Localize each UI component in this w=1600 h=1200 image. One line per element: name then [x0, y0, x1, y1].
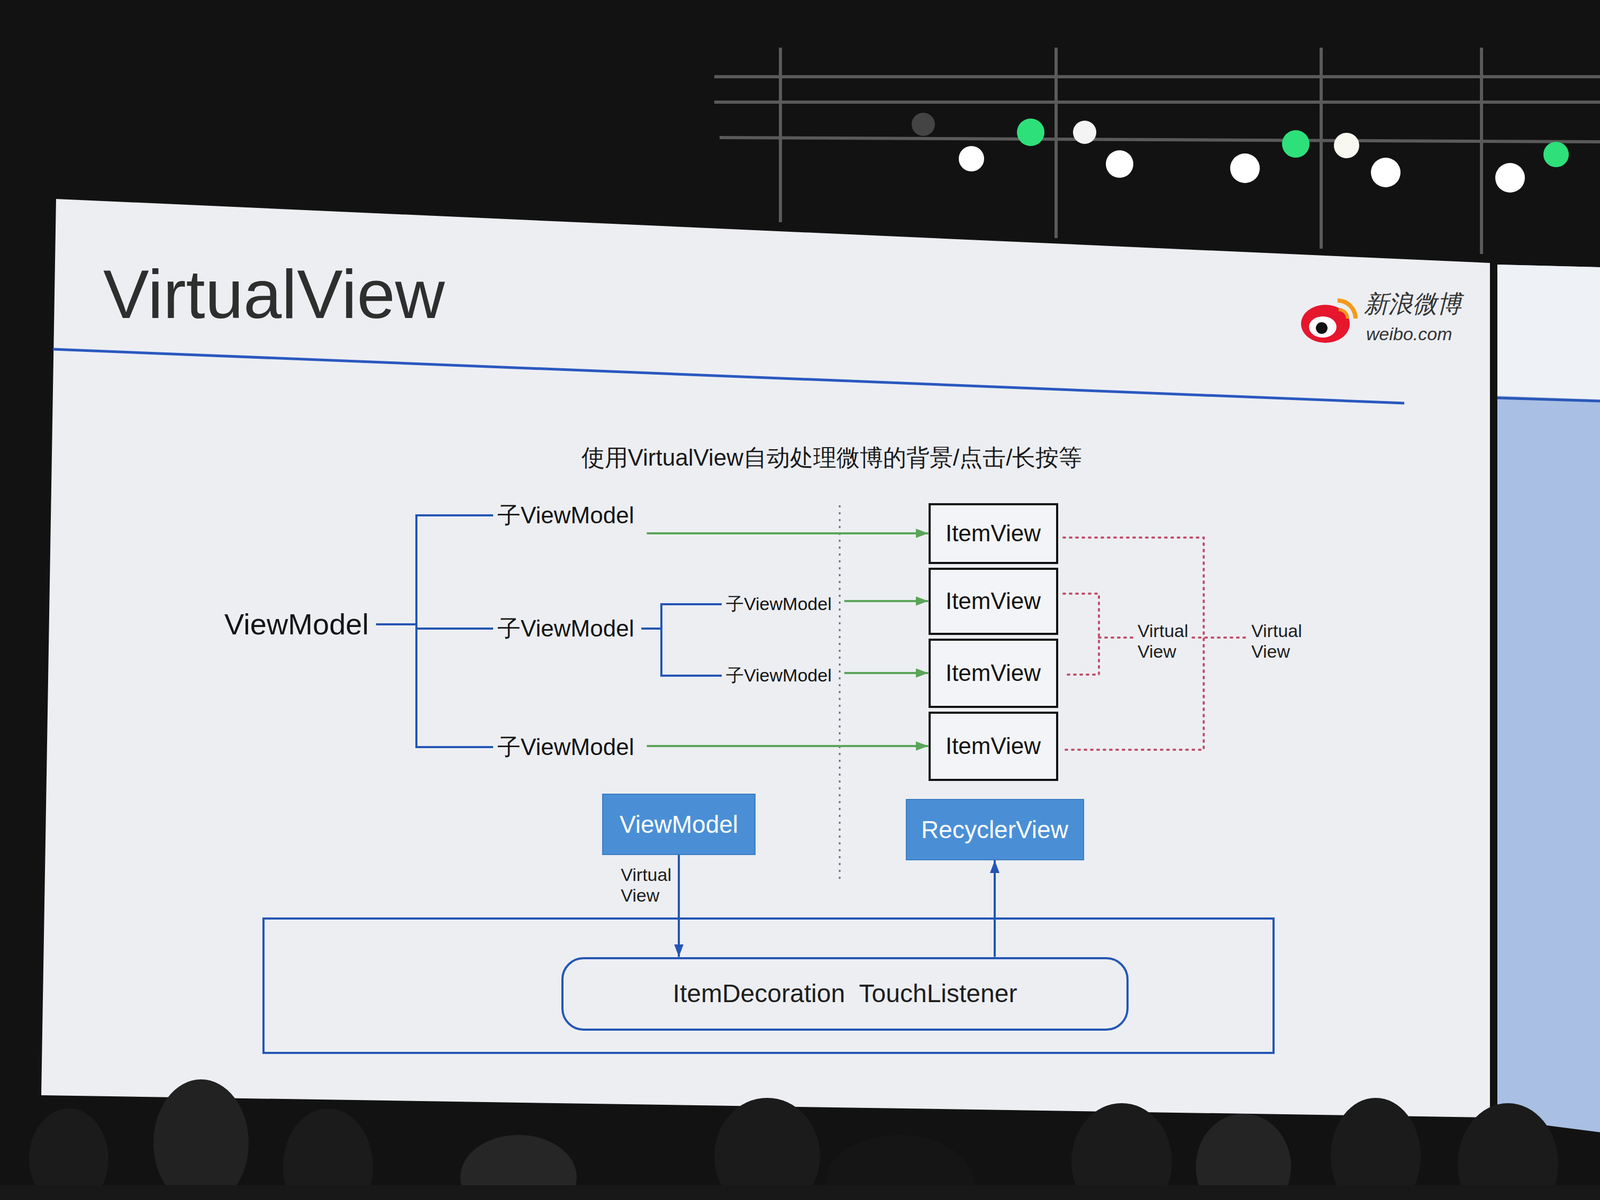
stage-light: [1016, 118, 1045, 147]
flow-arrow: [993, 860, 996, 958]
sub-viewmodel: 子ViewModel: [725, 664, 834, 687]
slide-panel: [41, 198, 1490, 1118]
viewmodel-label: ViewModel: [224, 607, 369, 642]
stage-light: [1230, 153, 1260, 184]
viewmodel-label: 子ViewModel: [497, 615, 634, 643]
viewmodel-label: 子ViewModel: [497, 502, 634, 530]
box-label: ItemView: [945, 659, 1041, 687]
slide-title: VirtualView: [103, 255, 445, 335]
tree-connector: [641, 628, 722, 676]
mapping-arrow: [646, 532, 929, 535]
truss-post: [1479, 47, 1484, 254]
tree-connector: [376, 515, 494, 625]
box-label: ItemView: [945, 732, 1041, 760]
audience-silhouettes: [0, 1079, 1600, 1200]
audience-row: [0, 1185, 1600, 1200]
container-frame: [263, 918, 1274, 1053]
truss-bar: [719, 137, 1600, 142]
next-slide-rule: [1497, 397, 1600, 402]
viewmodel-label: 子ViewModel: [497, 733, 634, 761]
logo-text: 新浪微博: [1364, 289, 1462, 318]
stage-light: [1105, 150, 1134, 178]
truss-post: [1319, 47, 1323, 249]
item-view-box: ItemView: [928, 567, 1059, 635]
bracket-label: Virtual View: [1251, 620, 1303, 662]
viewmodel-box: ViewModel: [602, 793, 756, 856]
divider-dotted-line: [839, 505, 841, 883]
weibo-logo: [1301, 300, 1356, 343]
stage-lights: [911, 112, 1569, 193]
box-label: ItemView: [945, 587, 1041, 615]
edge-label: Virtual View: [620, 864, 672, 906]
logo-eye: [1308, 316, 1337, 338]
child-viewmodel: 子ViewModel: [497, 501, 636, 531]
decoration-listener-box: ItemDecoration TouchListener: [561, 957, 1129, 1031]
stage-light: [1495, 162, 1525, 193]
next-slide-panel: [1497, 264, 1600, 1133]
bracket-leader: [1192, 636, 1247, 639]
virtual-view-brackets: [1063, 537, 1247, 750]
sub-viewmodel: 子ViewModel: [725, 592, 834, 616]
flow-arrow: [677, 855, 680, 958]
bracket-leader: [1098, 636, 1134, 639]
box-label: RecyclerView: [921, 815, 1069, 844]
outer-dotted-bracket: [1063, 537, 1204, 750]
box-label: ItemView: [945, 520, 1041, 548]
logo-pupil: [1315, 322, 1328, 334]
logo-wave: [1337, 300, 1356, 319]
stage-light: [1543, 141, 1569, 168]
mapping-arrow: [844, 600, 929, 603]
stage-light: [1073, 120, 1097, 144]
logo-url: weibo.com: [1366, 323, 1453, 345]
box-label: ViewModel: [619, 810, 739, 839]
stage-light: [1333, 132, 1360, 159]
audience-head: [1330, 1097, 1421, 1200]
item-view-box: ItemView: [928, 638, 1059, 708]
truss-post: [1054, 47, 1058, 239]
logo-body: [1301, 304, 1350, 343]
stage-light: [911, 112, 935, 136]
root-viewmodel: ViewModel: [224, 606, 371, 643]
recyclerview-box: RecyclerView: [905, 798, 1085, 861]
mapping-arrow: [844, 671, 929, 675]
mapping-arrow: [646, 744, 929, 748]
child-viewmodel: 子ViewModel: [497, 614, 636, 644]
viewmodel-label: 子ViewModel: [725, 593, 832, 615]
stage-truss: [714, 47, 1600, 254]
item-view-box: ItemView: [928, 711, 1059, 781]
stage-light: [958, 146, 985, 172]
stage-light: [1282, 130, 1310, 158]
truss-bar: [714, 100, 1600, 104]
viewmodel-label: 子ViewModel: [725, 665, 832, 686]
box-label: ItemDecoration TouchListener: [673, 978, 1018, 1008]
tree-connector: [376, 624, 494, 748]
logo-wave: [1338, 309, 1348, 319]
tree-connector: [641, 604, 722, 629]
child-viewmodel: 子ViewModel: [497, 732, 636, 762]
audience-head: [714, 1097, 821, 1200]
next-slide-header: [1497, 264, 1600, 400]
truss-bar: [714, 75, 1600, 79]
truss-post: [778, 47, 783, 223]
inner-dotted-bracket: [1063, 593, 1099, 675]
audience-head: [153, 1079, 249, 1200]
stage-light: [1370, 157, 1401, 188]
bracket-label: Virtual View: [1137, 620, 1189, 662]
header-rule: [52, 349, 1405, 404]
item-view-box: ItemView: [928, 503, 1059, 565]
diagram-caption: 使用VirtualView自动处理微博的背景/点击/长按等: [581, 444, 1083, 472]
